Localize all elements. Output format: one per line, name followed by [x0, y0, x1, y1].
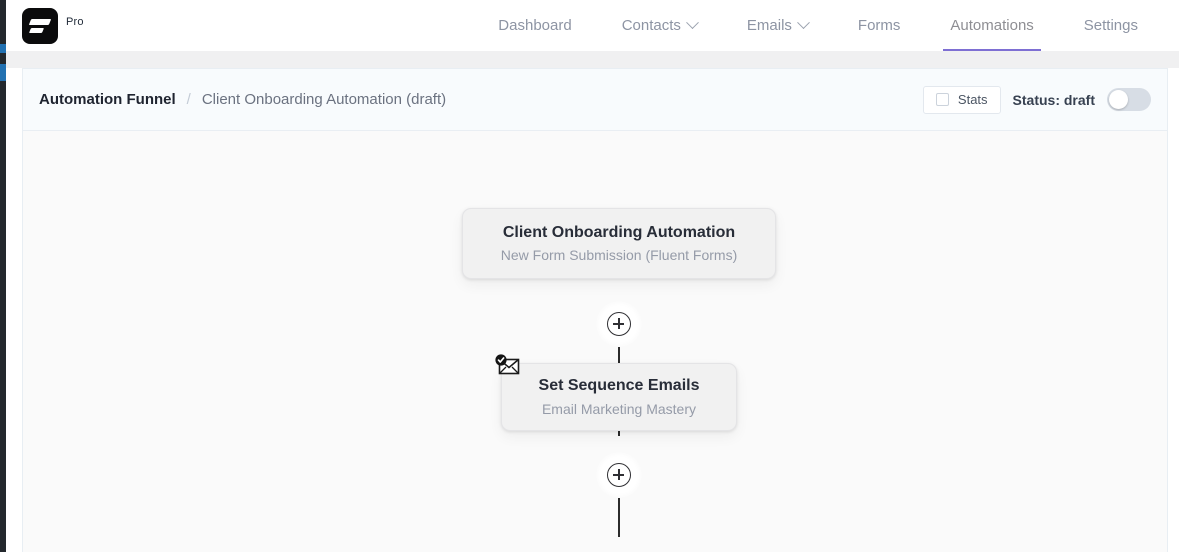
automation-toolbar: Automation Funnel / Client Onboarding Au…	[23, 69, 1167, 131]
breadcrumb-separator: /	[186, 91, 191, 108]
action-node[interactable]: Set Sequence Emails Email Marketing Mast…	[495, 354, 737, 431]
flow-graph: Client Onboarding Automation New Form Su…	[23, 131, 1167, 552]
plan-badge: Pro	[66, 15, 84, 28]
status-toggle[interactable]	[1107, 88, 1151, 111]
nav-item-label: Dashboard	[498, 17, 572, 34]
breadcrumb-root-link[interactable]: Automation Funnel	[39, 91, 176, 108]
automation-canvas[interactable]: Client Onboarding Automation New Form Su…	[23, 131, 1167, 552]
add-step-button-2[interactable]	[596, 452, 642, 498]
stats-button-label: Stats	[957, 92, 988, 107]
add-step-button-1[interactable]	[596, 301, 642, 347]
status-label: Status: draft	[1012, 91, 1095, 108]
stats-button[interactable]: Stats	[922, 85, 1001, 114]
page-gap-strip	[6, 51, 1179, 68]
brand[interactable]: Pro	[22, 7, 84, 44]
chevron-down-icon	[797, 16, 810, 30]
connector-line	[618, 498, 620, 537]
nav-item-settings[interactable]: Settings	[1059, 0, 1163, 51]
email-sequence-check-icon	[495, 354, 520, 375]
fluent-logo-icon	[22, 7, 58, 44]
nav-item-label: Settings	[1083, 17, 1138, 34]
toolbar-actions: Stats Status: draft	[922, 85, 1151, 114]
node-title: Set Sequence Emails	[538, 377, 700, 395]
nav-item-label: Automations	[950, 17, 1034, 34]
chart-square-icon	[935, 93, 949, 106]
nav-item-label: Emails	[746, 17, 792, 34]
nav-items: Dashboard Contacts Emails Forms Automati…	[473, 0, 1163, 51]
node-title: Client Onboarding Automation	[502, 223, 736, 241]
nav-item-emails[interactable]: Emails	[722, 0, 833, 51]
rail-accent-second	[0, 64, 6, 81]
breadcrumb-current: Client Onboarding Automation (draft)	[201, 91, 447, 108]
automation-panel: Automation Funnel / Client Onboarding Au…	[22, 68, 1168, 552]
nav-item-contacts[interactable]: Contacts	[597, 0, 722, 51]
nav-item-dashboard[interactable]: Dashboard	[473, 0, 596, 51]
nav-item-label: Contacts	[621, 17, 681, 34]
top-navigation-bar: Pro Dashboard Contacts Emails Forms Auto…	[6, 0, 1179, 51]
rail-accent-top	[0, 44, 6, 53]
chevron-down-icon	[686, 16, 699, 30]
nav-item-label: Forms	[857, 17, 901, 34]
nav-item-automations[interactable]: Automations	[925, 0, 1058, 51]
breadcrumb: Automation Funnel / Client Onboarding Au…	[39, 91, 446, 108]
nav-item-forms[interactable]: Forms	[833, 0, 926, 51]
status-toggle-knob	[1109, 90, 1128, 109]
plus-circle-icon	[607, 463, 631, 487]
plus-circle-icon	[607, 312, 631, 336]
admin-rail	[0, 0, 6, 552]
node-subtitle: New Form Submission (Fluent Forms)	[500, 247, 738, 264]
node-subtitle: Email Marketing Mastery	[541, 400, 697, 417]
trigger-node[interactable]: Client Onboarding Automation New Form Su…	[462, 208, 776, 279]
